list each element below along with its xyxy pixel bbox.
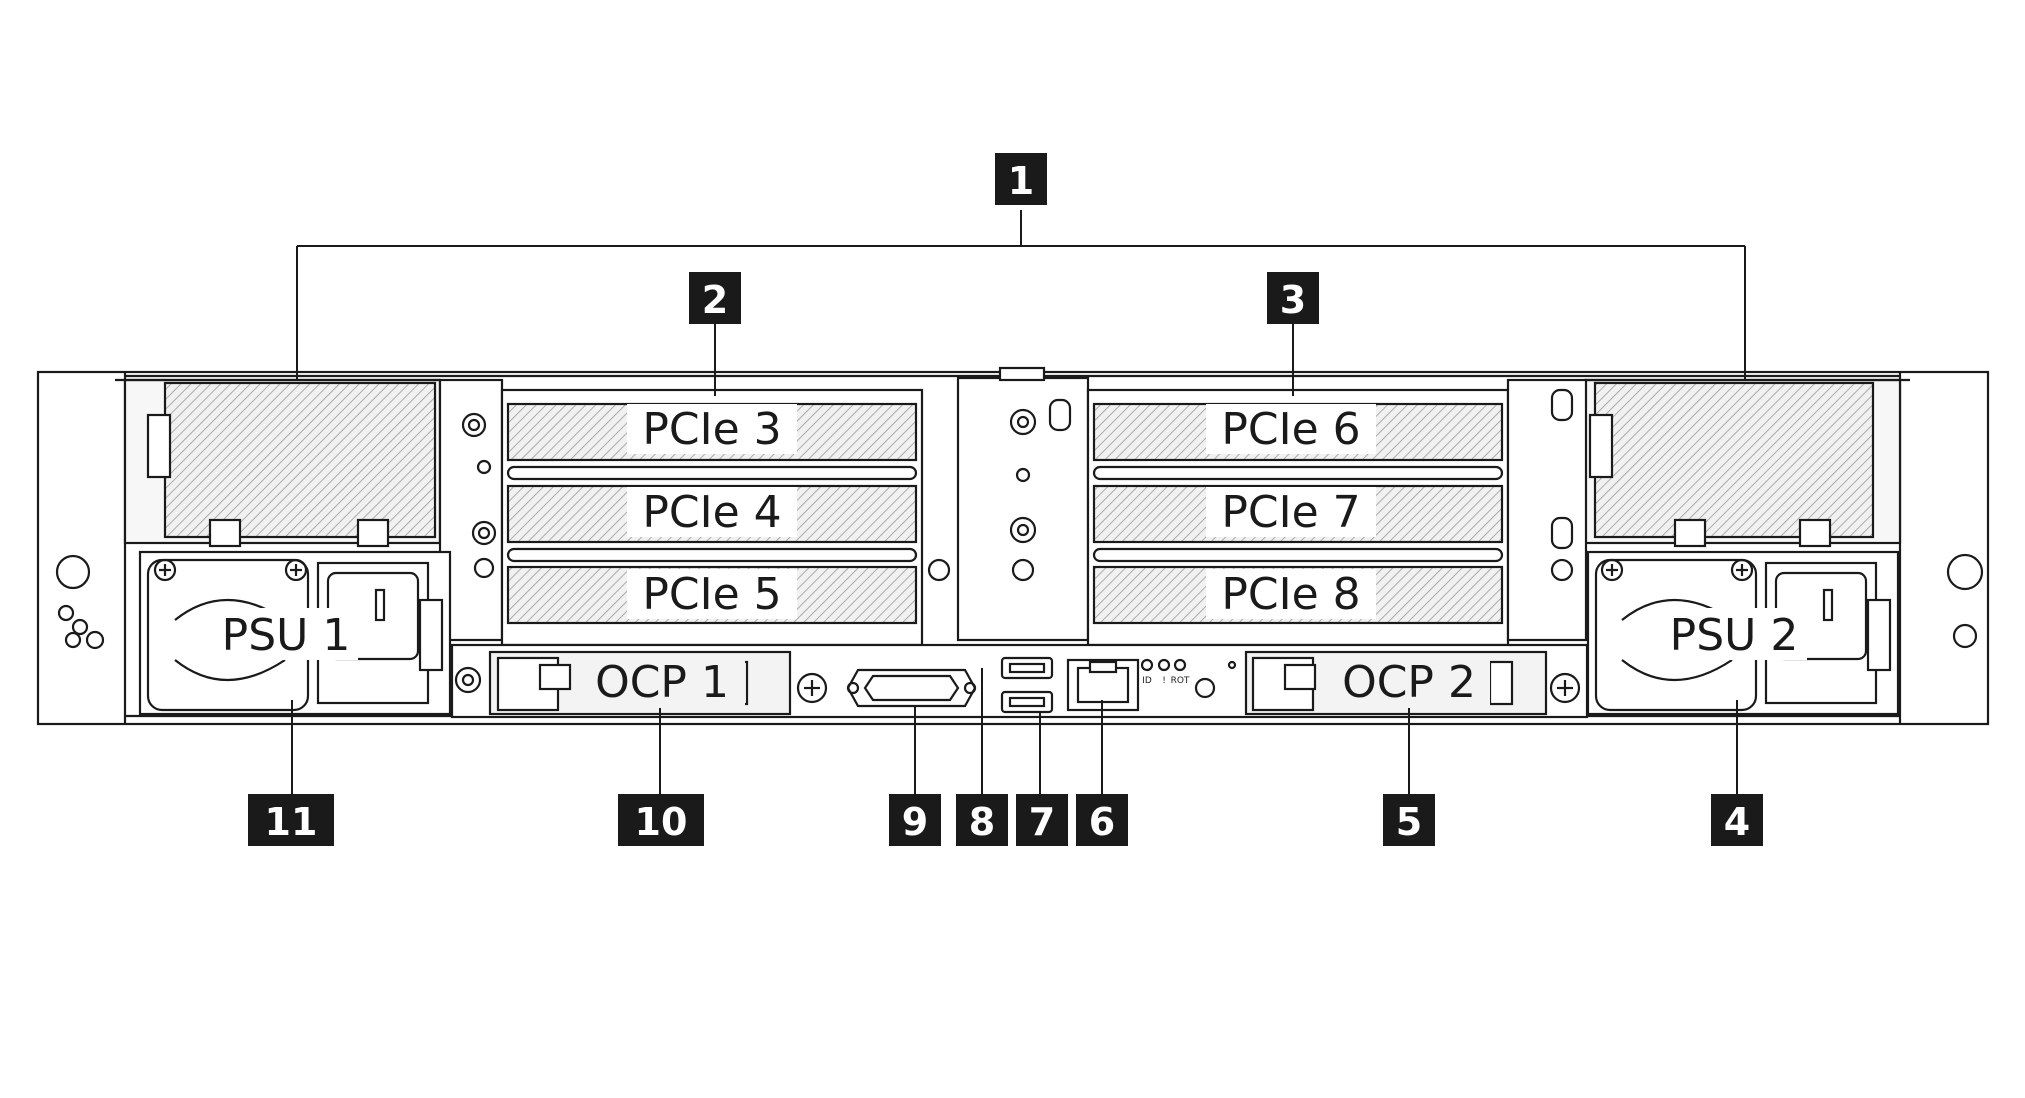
rot-led [1173,658,1187,672]
callout-badges: 1 2 3 4 5 6 7 8 9 10 11 [248,153,1763,846]
id-led-label: ID [1142,676,1152,686]
callout-6: 6 [1089,800,1115,844]
callout-10: 10 [635,800,688,844]
reset-button[interactable] [1194,677,1216,699]
vga-port-icon [846,668,977,708]
psu-2-bay [1586,550,1900,716]
pcie-3-label: PCIe 3 [642,404,781,455]
rot-led-label: ROT [1171,676,1190,686]
pcie-5-label: PCIe 5 [642,569,781,620]
bay-labels: PCIe 3 PCIe 4 PCIe 5 PCIe 6 PCIe 7 PCIe … [213,404,1807,708]
pcie-4-label: PCIe 4 [642,487,781,538]
ocp-2-label: OCP 2 [1342,657,1476,708]
fault-led-label: ! [1162,676,1166,686]
callout-1: 1 [1008,159,1034,203]
psu-2-label: PSU 2 [1670,610,1799,661]
callout-8: 8 [969,800,995,844]
callout-5: 5 [1396,800,1422,844]
riser-bracket-right [1506,378,1588,642]
callout-3: 3 [1280,278,1306,322]
fault-led [1157,658,1171,672]
ocp-1-label: OCP 1 [595,657,729,708]
callout-leaders [291,210,1746,800]
ethernet-port-icon [1066,658,1140,712]
callout-2: 2 [702,278,728,322]
callout-9: 9 [902,800,928,844]
riser-bracket-center [956,376,1090,642]
psu-1-label: PSU 1 [222,610,351,661]
pcie-6-label: PCIe 6 [1221,404,1360,455]
callout-7: 7 [1029,800,1055,844]
callout-11: 11 [265,800,318,844]
pcie-8-label: PCIe 8 [1221,569,1360,620]
pcie-7-label: PCIe 7 [1221,487,1360,538]
rack-ear-hole-left [55,554,91,590]
callout-4: 4 [1724,800,1750,844]
id-led [1140,658,1154,672]
rack-ear-hole-right [1946,553,1984,591]
